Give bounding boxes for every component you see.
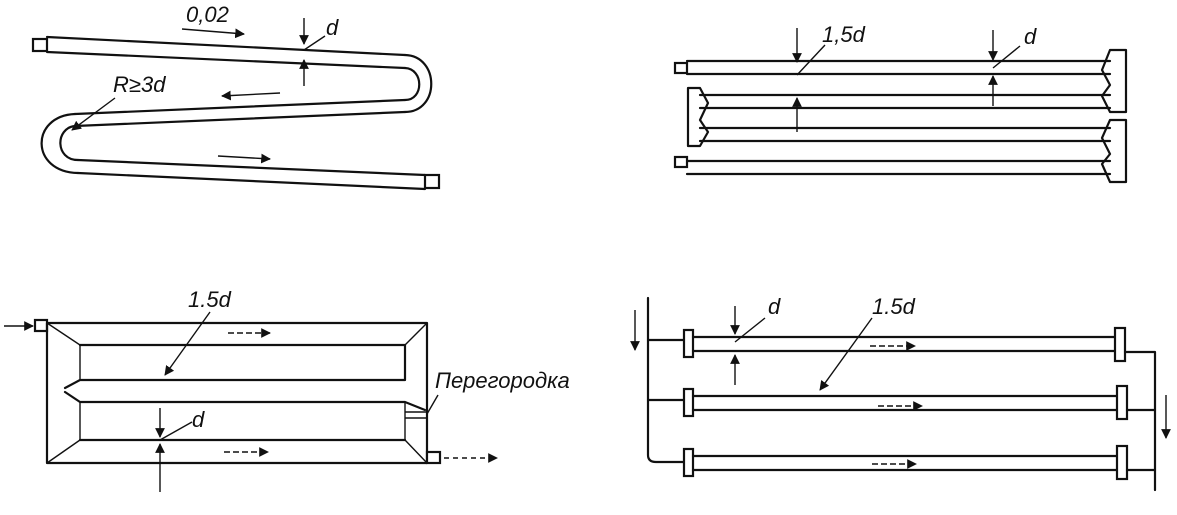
coil-diameter-leader (303, 35, 326, 51)
parallel-spacing-label: 1.5d (872, 294, 916, 319)
double-pass-diagram: 1,5d d (673, 22, 1128, 184)
double-pass-spacing-leader (796, 44, 826, 76)
coil-right-bend-inner (403, 66, 421, 102)
coil-flow-arrow-middle (221, 90, 281, 101)
box-outer-shell (45, 321, 429, 465)
double-pass-outlet-stub (673, 155, 689, 169)
row3-right-flange (1115, 444, 1129, 481)
parallel-tubes-diagram: d 1.5d (630, 294, 1171, 492)
double-pass-left-header (686, 86, 710, 148)
box-spacing-label: 1.5d (188, 287, 232, 312)
coil-flow-arrow-top (181, 28, 245, 39)
coil-bottom-pipe-top (76, 158, 427, 177)
parallel-inlet-manifold (646, 296, 690, 464)
coil-radius-leader (71, 97, 116, 131)
coil-right-bend-outer (403, 53, 433, 114)
coil-flow-label: 0,02 (186, 2, 229, 27)
double-pass-diameter-label: d (1024, 24, 1037, 49)
coil-middle-pipe-bottom (73, 110, 407, 128)
parallel-diameter-leader (734, 317, 766, 343)
coil-top-pipe-outer (45, 35, 407, 57)
coil-radius-label: R≥3d (113, 72, 166, 97)
parallel-diameter-label: d (768, 294, 781, 319)
double-pass-inlet-stub (673, 61, 689, 75)
coil-bottom-pipe-bottom (76, 171, 427, 191)
box-corner-line-bl (46, 439, 81, 464)
box-partition-label: Перегородка (435, 368, 570, 393)
box-outlet-stub (425, 450, 442, 465)
double-pass-right-header-bottom (1100, 118, 1128, 184)
coil-flow-arrow-bottom (217, 153, 271, 164)
box-diameter-leader (159, 421, 193, 441)
row2-left-flange (682, 387, 695, 418)
row3-left-flange (682, 447, 695, 478)
parallel-spacing-leader (819, 317, 873, 391)
box-corner-line-br (404, 439, 428, 464)
double-pass-right-header-top (1100, 48, 1128, 114)
coil-middle-pipe-top (73, 98, 407, 116)
box-corner-line-tr (404, 322, 428, 346)
box-upper-passage (63, 343, 407, 390)
double-pass-diameter-leader (992, 45, 1021, 69)
coil-diameter-label: d (326, 15, 339, 40)
box-partition-leader (426, 394, 439, 415)
box-corner-line-tl (46, 322, 81, 346)
coil-left-bend-inner (59, 124, 80, 162)
double-pass-spacing-label: 1,5d (822, 22, 866, 47)
box-diameter-label: d (192, 407, 205, 432)
box-spacing-leader (164, 311, 211, 376)
coil-diagram: 0,02 d R≥3d (31, 2, 441, 191)
partitioned-box-diagram: 1.5d d Перегородка (4, 287, 570, 492)
parallel-outlet-manifold (1123, 350, 1157, 492)
coil-top-pipe-inner (45, 50, 407, 70)
row1-right-flange (1113, 326, 1127, 363)
row2-right-flange (1115, 384, 1129, 421)
row1-left-flange (682, 328, 695, 359)
coil-inlet-stub (31, 37, 49, 53)
coil-left-bend-outer (40, 112, 80, 175)
coil-outlet-stub (423, 173, 441, 190)
box-lower-passage-top (63, 390, 427, 412)
box-inlet-stub (33, 318, 49, 333)
